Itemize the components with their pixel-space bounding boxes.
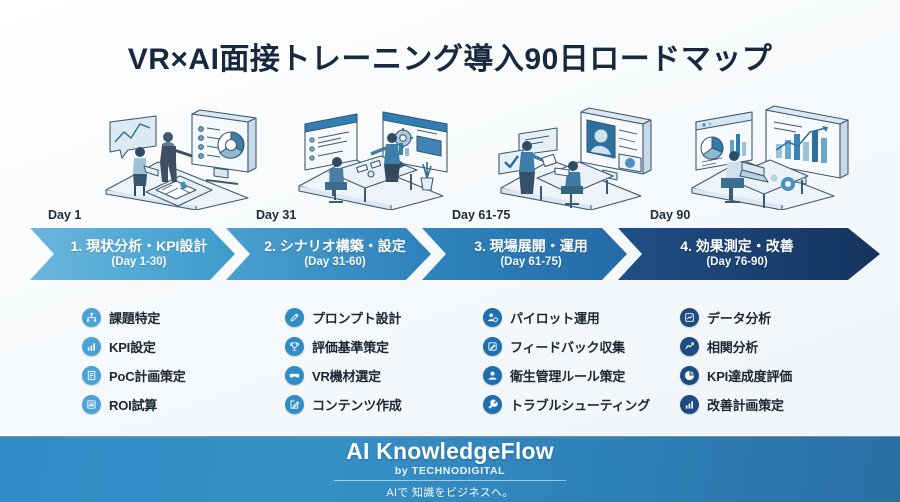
analysis-meeting-illustration xyxy=(88,98,288,210)
list-item-label: PoC計画策定 xyxy=(109,369,186,384)
day-label-4: Day 90 xyxy=(650,208,691,222)
list-item: 改善計画策定 xyxy=(680,390,895,419)
list-item: KPI達成度評価 xyxy=(680,361,895,390)
field-deployment-illustration xyxy=(485,98,685,210)
pie-chart-icon xyxy=(680,366,699,385)
analytics-dashboard-illustration xyxy=(678,98,878,210)
list-item-label: コンテンツ作成 xyxy=(312,398,402,413)
day-label-1: Day 1 xyxy=(48,208,82,222)
phase-arrow-3 xyxy=(422,228,627,280)
wrench-icon xyxy=(483,395,502,414)
deliverable-column-1: 課題特定 KPI設定 PoC計画策定 ROI試算 xyxy=(82,303,297,419)
trophy-icon xyxy=(285,337,304,356)
scenario-design-illustration xyxy=(285,98,485,210)
footer-divider xyxy=(334,480,566,482)
list-item: ROI試算 xyxy=(82,390,297,419)
list-item-label: VR機材選定 xyxy=(312,369,381,384)
user-circle-icon xyxy=(483,366,502,385)
list-item: フィードバック収集 xyxy=(483,332,698,361)
list-item: トラブルシューティング xyxy=(483,390,698,419)
list-item-label: 改善計画策定 xyxy=(707,398,784,413)
list-item: VR機材選定 xyxy=(285,361,500,390)
vr-headset-icon xyxy=(285,366,304,385)
list-item-label: KPI達成度評価 xyxy=(707,369,793,384)
deliverable-columns: 課題特定 KPI設定 PoC計画策定 ROI試算 xyxy=(0,303,900,423)
bar-chart-icon xyxy=(82,337,101,356)
list-item-label: 評価基準策定 xyxy=(312,340,389,355)
list-item-label: トラブルシューティング xyxy=(510,398,651,413)
user-gear-icon xyxy=(483,308,502,327)
list-item-label: データ分析 xyxy=(707,311,772,326)
phase-arrow-1 xyxy=(30,228,235,280)
footer-banner: AI KnowledgeFlow by TECHNODIGITAL AIで 知識… xyxy=(0,436,900,502)
trend-line-icon xyxy=(680,337,699,356)
list-item: データ分析 xyxy=(680,303,895,332)
phase-arrow-2 xyxy=(226,228,431,280)
list-item-label: フィードバック収集 xyxy=(510,340,625,355)
deliverable-column-3: パイロット運用 フィードバック収集 衛生管理ルール策定 トラブルシューティング xyxy=(483,303,698,419)
list-item: コンテンツ作成 xyxy=(285,390,500,419)
calculator-icon xyxy=(82,395,101,414)
list-item: パイロット運用 xyxy=(483,303,698,332)
growth-bars-icon xyxy=(680,395,699,414)
list-item: 衛生管理ルール策定 xyxy=(483,361,698,390)
brand-tagline: AIで 知識をビジネスへ。 xyxy=(386,487,514,500)
edit-document-icon xyxy=(285,395,304,414)
list-item-label: パイロット運用 xyxy=(510,311,600,326)
day-label-3: Day 61-75 xyxy=(452,208,511,222)
illustration-row xyxy=(0,98,900,210)
list-item: 評価基準策定 xyxy=(285,332,500,361)
document-plan-icon xyxy=(82,366,101,385)
list-item-label: 相関分析 xyxy=(707,340,759,355)
list-item: 課題特定 xyxy=(82,303,297,332)
hierarchy-icon xyxy=(82,308,101,327)
deliverable-column-2: プロンプト設計 評価基準策定 VR機材選定 コンテンツ作成 xyxy=(285,303,500,419)
list-item: 相関分析 xyxy=(680,332,895,361)
page-title: VR×AI面接トレーニング導入90日ロードマップ xyxy=(127,43,773,76)
brand-byline: by TECHNODIGITAL xyxy=(394,465,506,478)
deliverable-column-4: データ分析 相関分析 KPI達成度評価 改善計画策定 xyxy=(680,303,895,419)
list-item-label: プロンプト設計 xyxy=(312,311,402,326)
list-item-label: ROI試算 xyxy=(109,398,158,413)
list-item-label: 課題特定 xyxy=(109,311,161,326)
feedback-edit-icon xyxy=(483,337,502,356)
line-chart-icon xyxy=(680,308,699,327)
list-item-label: 衛生管理ルール策定 xyxy=(510,369,626,384)
list-item-label: KPI設定 xyxy=(109,340,156,355)
phase-arrow-4 xyxy=(618,228,880,280)
prompt-pen-icon xyxy=(285,308,304,327)
list-item: プロンプト設計 xyxy=(285,303,500,332)
day-label-2: Day 31 xyxy=(256,208,297,222)
list-item: KPI設定 xyxy=(82,332,297,361)
brand-name: AI KnowledgeFlow xyxy=(346,437,554,464)
phase-arrow-band xyxy=(30,228,880,280)
list-item: PoC計画策定 xyxy=(82,361,297,390)
